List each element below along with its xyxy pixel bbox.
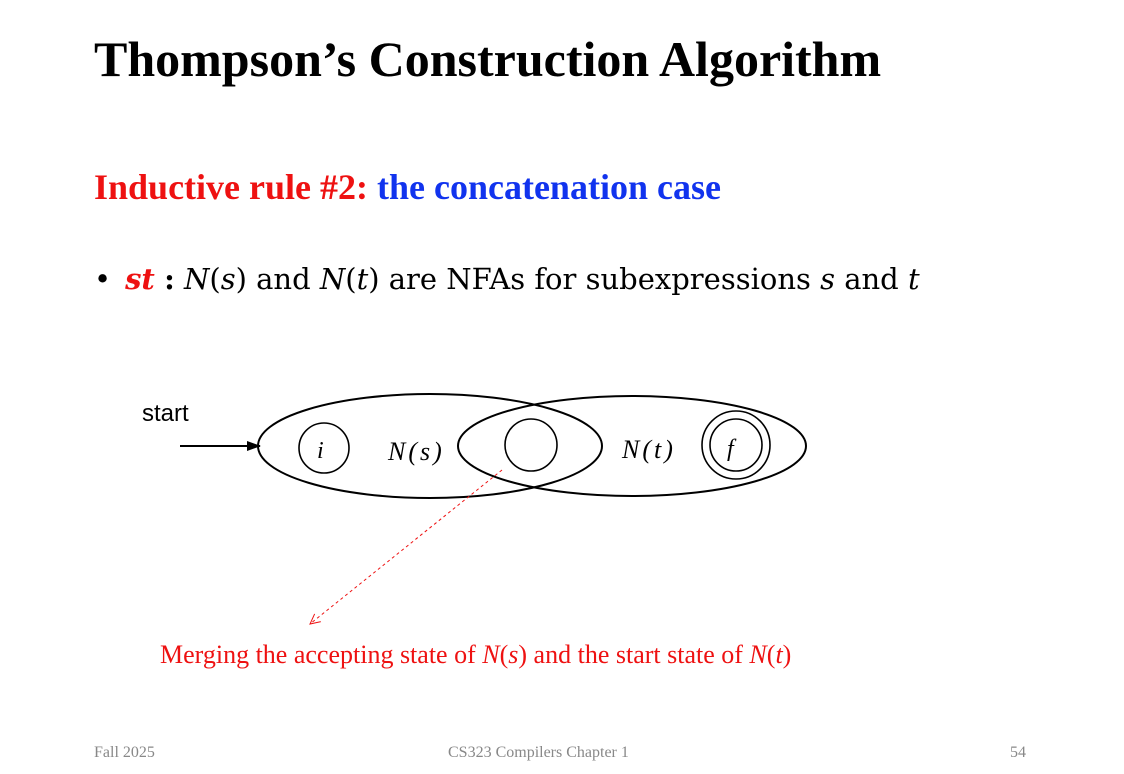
note-p1: Merging the accepting state of — [160, 640, 483, 669]
start-label: start — [142, 400, 189, 427]
footer-course: CS323 Compilers Chapter 1 — [448, 744, 629, 761]
note-p2: N — [482, 640, 500, 669]
note-p7: ( — [766, 640, 776, 669]
ns-label: N(s) — [387, 437, 445, 466]
bullet-n2: N — [319, 262, 346, 296]
state-f-label: f — [727, 436, 737, 462]
bullet-p1: ( — [209, 262, 221, 296]
nfa-diagram: start i N(s) N(t) f — [142, 393, 807, 660]
bullet-colon: : — [164, 262, 175, 296]
merged-state — [504, 418, 558, 472]
slide-subtitle: Inductive rule #2: the concatenation cas… — [94, 166, 721, 208]
note-p4: s — [508, 640, 519, 669]
bullet-item: •st : N(s) and N(t) are NFAs for subexpr… — [94, 262, 920, 296]
ns-ellipse — [257, 393, 603, 499]
state-i — [298, 422, 350, 474]
bullet-t4: ) and — [235, 262, 320, 296]
footer-date: Fall 2025 — [94, 744, 155, 761]
bullet-t2: t — [907, 262, 920, 296]
nt-ellipse — [457, 395, 807, 497]
bullet-p2: ( — [345, 262, 357, 296]
bullet-t10: and — [835, 262, 908, 296]
bullet-s2: s — [820, 262, 835, 296]
state-f-inner — [709, 418, 763, 472]
bullet-dot: • — [94, 262, 112, 296]
footer-page-number: 54 — [1010, 744, 1026, 761]
note-p5: ) and the start state of — [518, 640, 750, 669]
bullet-n1: N — [184, 262, 210, 296]
merge-note: Merging the accepting state of N(s) and … — [160, 640, 791, 670]
merge-pointer-arrow — [310, 469, 503, 624]
nt-label: N(t) — [621, 435, 676, 464]
bullet-expr: st — [125, 262, 155, 296]
note-p8: t — [775, 640, 783, 669]
slide-title: Thompson’s Construction Algorithm — [94, 31, 882, 87]
note-p3: ( — [499, 640, 509, 669]
subtitle-rule: Inductive rule #2: — [94, 167, 368, 207]
state-i-label: i — [317, 438, 324, 464]
note-p9: ) — [782, 640, 792, 669]
bullet-s1: s — [220, 262, 236, 296]
bullet-t1: t — [356, 262, 369, 296]
state-f-outer — [701, 410, 771, 480]
bullet-t8: ) are NFAs for subexpressions — [368, 262, 821, 296]
subtitle-case: the concatenation case — [377, 167, 721, 207]
note-p6: N — [749, 640, 767, 669]
